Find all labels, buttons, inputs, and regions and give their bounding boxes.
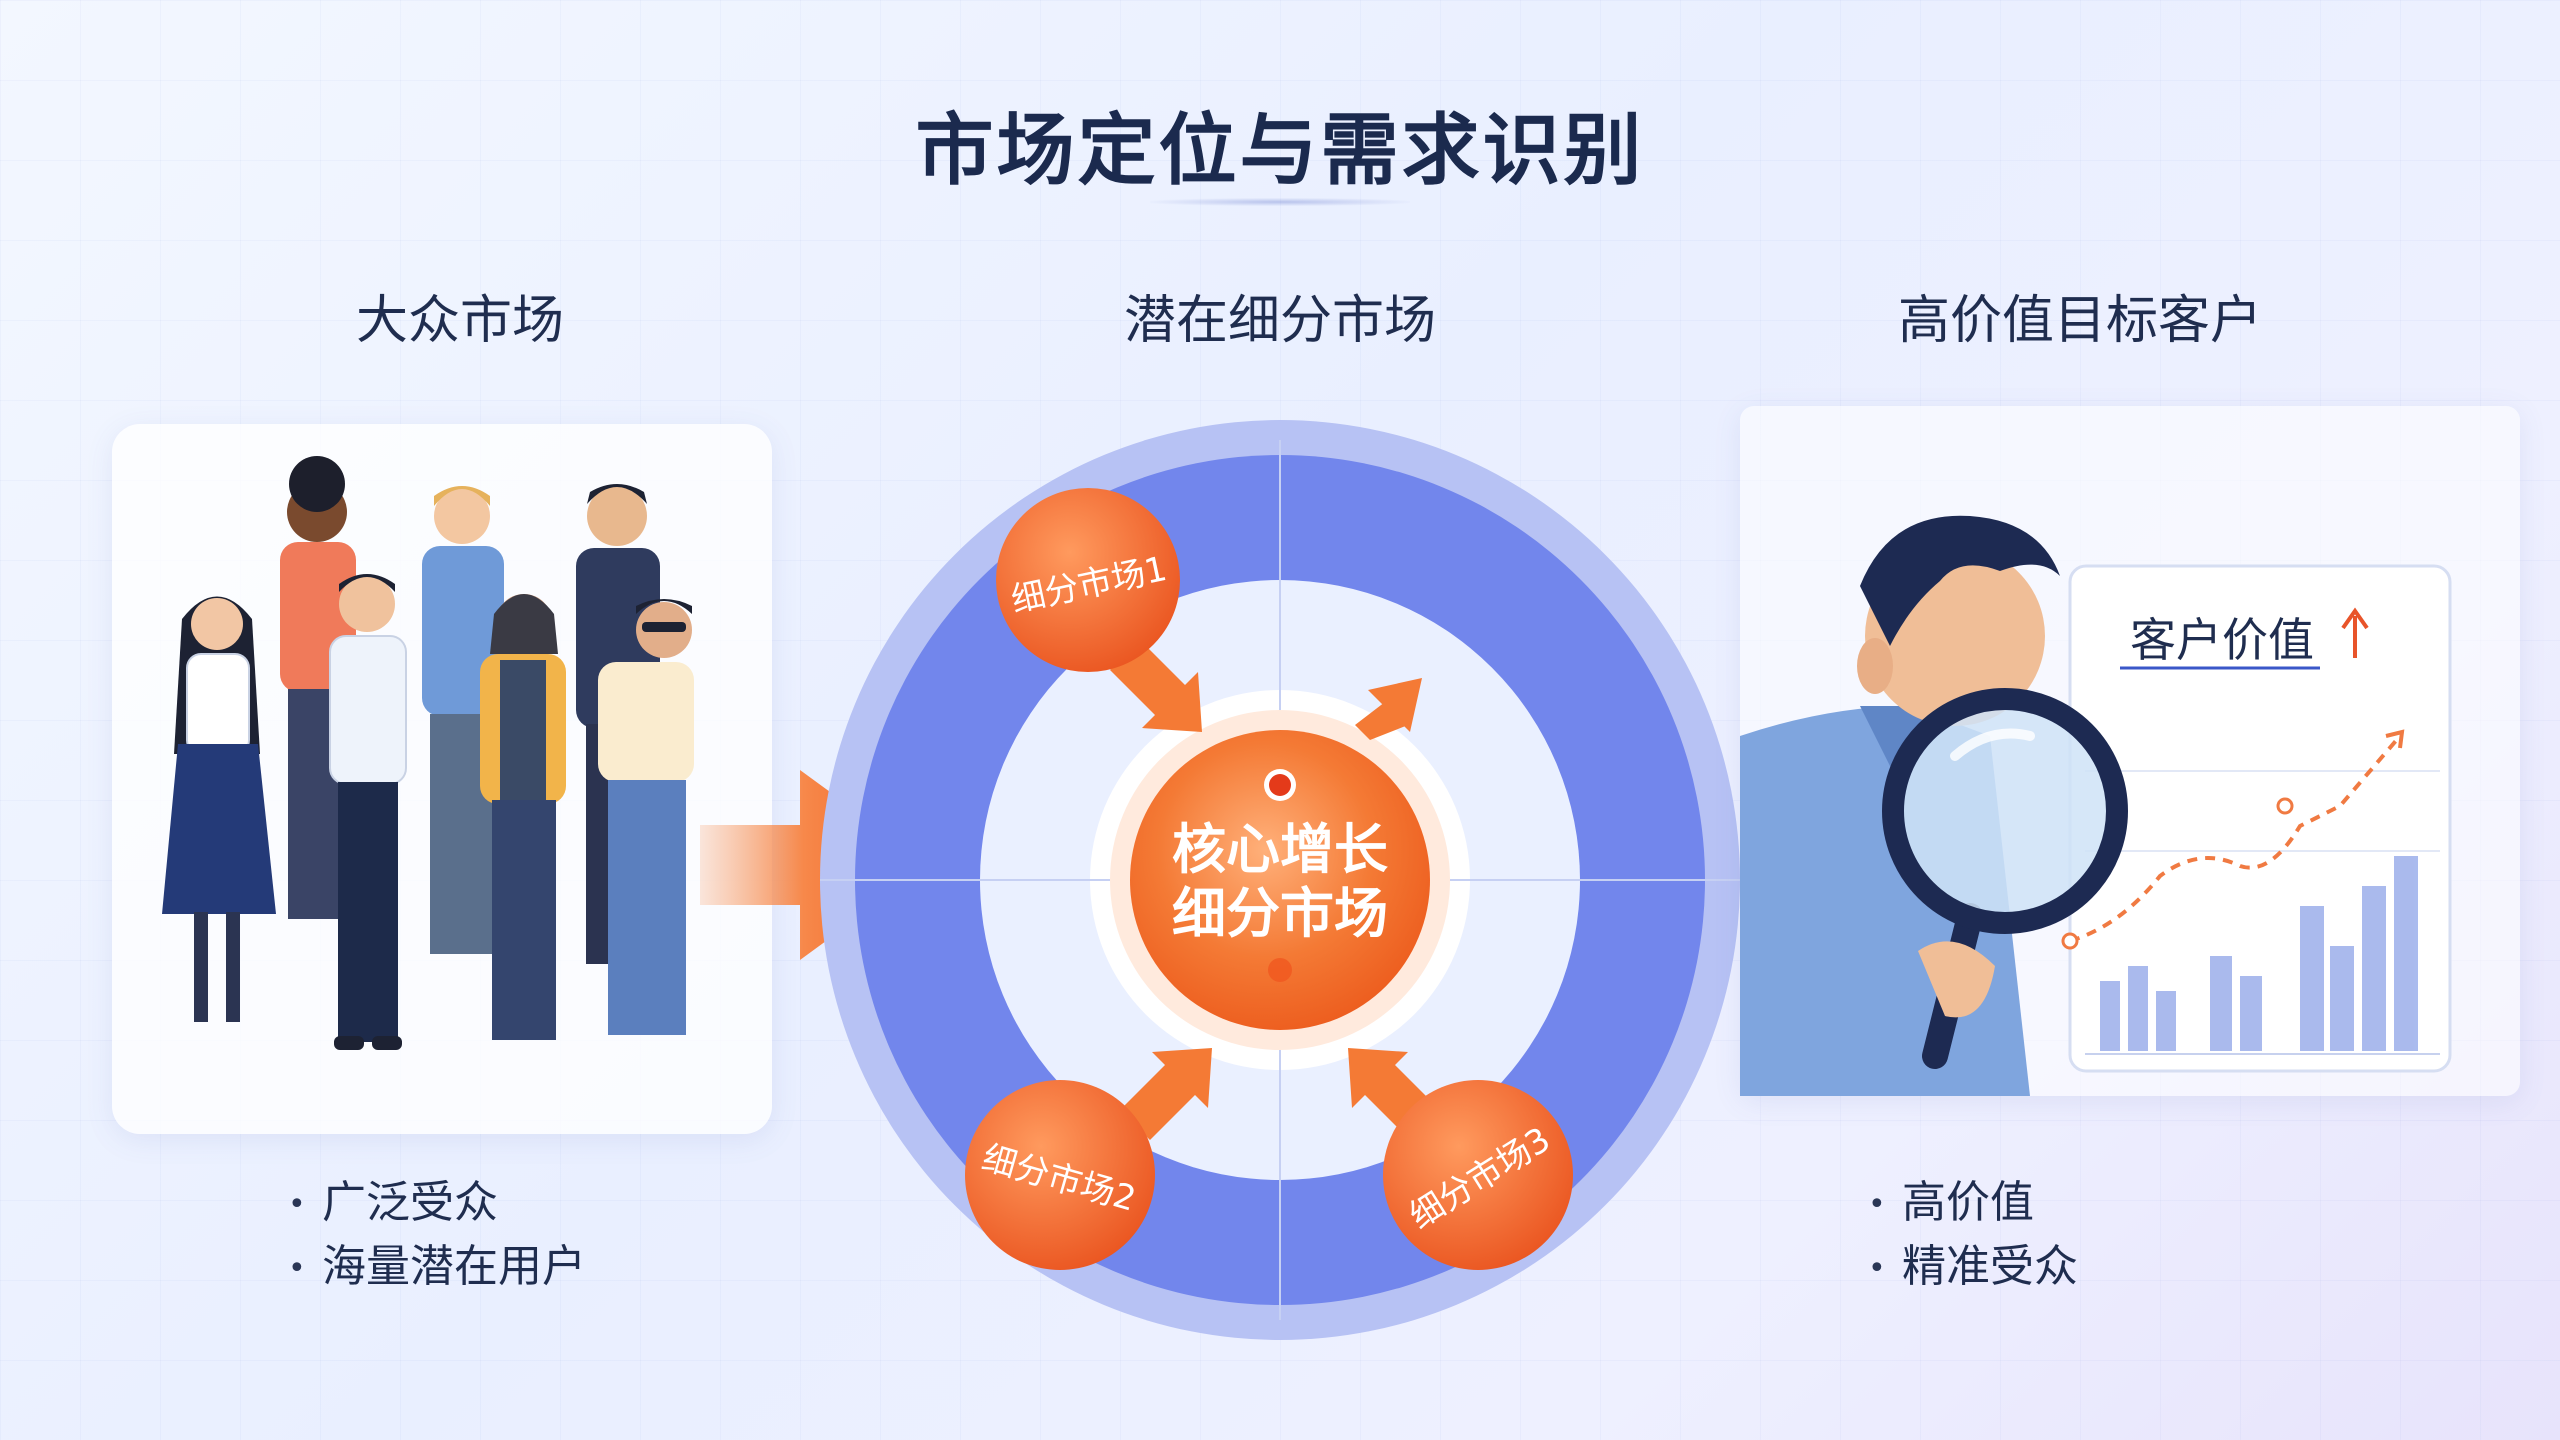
arrow-top-right (1355, 678, 1422, 740)
core-label-line1: 核心增长 (1172, 818, 1388, 881)
trend-line-icon (2069, 734, 2402, 943)
magnifier-icon (1882, 688, 2128, 1069)
heading-high-value-customers: 高价值目标客户 (1897, 291, 2262, 351)
person-front-1 (162, 596, 276, 1022)
chart-label: 客户价值 (2130, 613, 2314, 667)
title-underline (1150, 198, 1410, 206)
segment-2: 细分市场2 (965, 1080, 1155, 1270)
person-front-3 (480, 594, 566, 1040)
core-segment (1130, 730, 1430, 1030)
person-front-2 (329, 574, 407, 1050)
heading-potential-segments: 潜在细分市场 (1123, 291, 1436, 351)
up-arrow-icon (2341, 607, 2369, 658)
core-label-line2: 细分市场 (1172, 882, 1388, 945)
bullet-item: 高价值 (1868, 1172, 2078, 1236)
bullet-item: 精准受众 (1868, 1236, 2078, 1300)
person-front-4 (598, 599, 694, 1035)
heading-mass-market: 大众市场 (355, 291, 564, 351)
right-arrow-icon (700, 770, 930, 960)
analyst-illustration: 客户价值 (1740, 515, 2452, 1096)
people-group-illustration (162, 456, 694, 1050)
bullet-item: 广泛受众 (288, 1172, 586, 1236)
segment-1: 细分市场1 (996, 488, 1180, 672)
page-title: 市场定位与需求识别 (915, 106, 1645, 196)
bullet-item: 海量潜在用户 (288, 1236, 586, 1300)
bar-chart-bars (2100, 856, 2418, 1051)
arrow-seg2-to-core (1120, 1048, 1212, 1140)
segment-3: 细分市场3 (1383, 1080, 1573, 1270)
arrow-seg1-to-core (1110, 640, 1202, 732)
high-value-bullets: 高价值 精准受众 (1868, 1172, 2078, 1300)
segment-target-diagram: 核心增长 细分市场 细分市场1 细分市场2 细分市场3 (820, 420, 1740, 1340)
mass-market-bullets: 广泛受众 海量潜在用户 (288, 1172, 586, 1300)
